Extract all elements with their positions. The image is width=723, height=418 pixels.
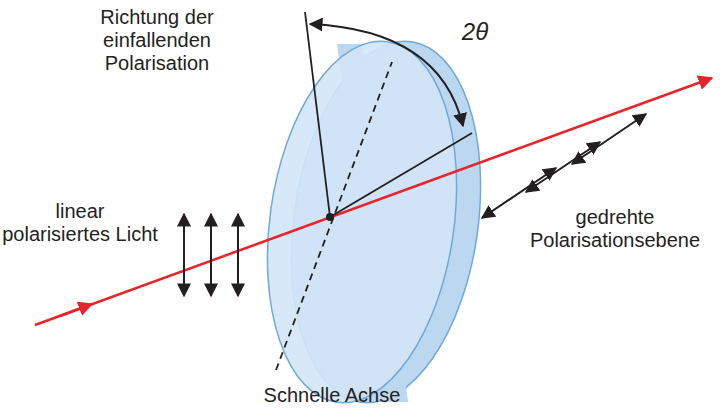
plate-front: [246, 29, 479, 415]
pivot-dot: [326, 213, 334, 221]
fast-axis-label: Schnelle Achse: [232, 384, 432, 407]
rotated-polarization-line: [330, 133, 472, 217]
fast-axis: [276, 62, 392, 370]
rotated-plane-label: gedrehte Polarisationsebene: [512, 206, 718, 252]
incident-polarization-line: [305, 12, 330, 217]
angle-arc: [310, 24, 463, 126]
light-beam: [35, 78, 712, 325]
beam-arrow: [60, 304, 92, 316]
angle-label: 2θ: [450, 18, 500, 46]
polarization-direction-label: Richtung der einfallenden Polarisation: [72, 6, 242, 75]
incident-light-label: linear polarisiertes Licht: [2, 200, 158, 246]
incoming-polarization-arrows: [184, 214, 238, 296]
outgoing-polarization-arrows: [482, 114, 646, 218]
